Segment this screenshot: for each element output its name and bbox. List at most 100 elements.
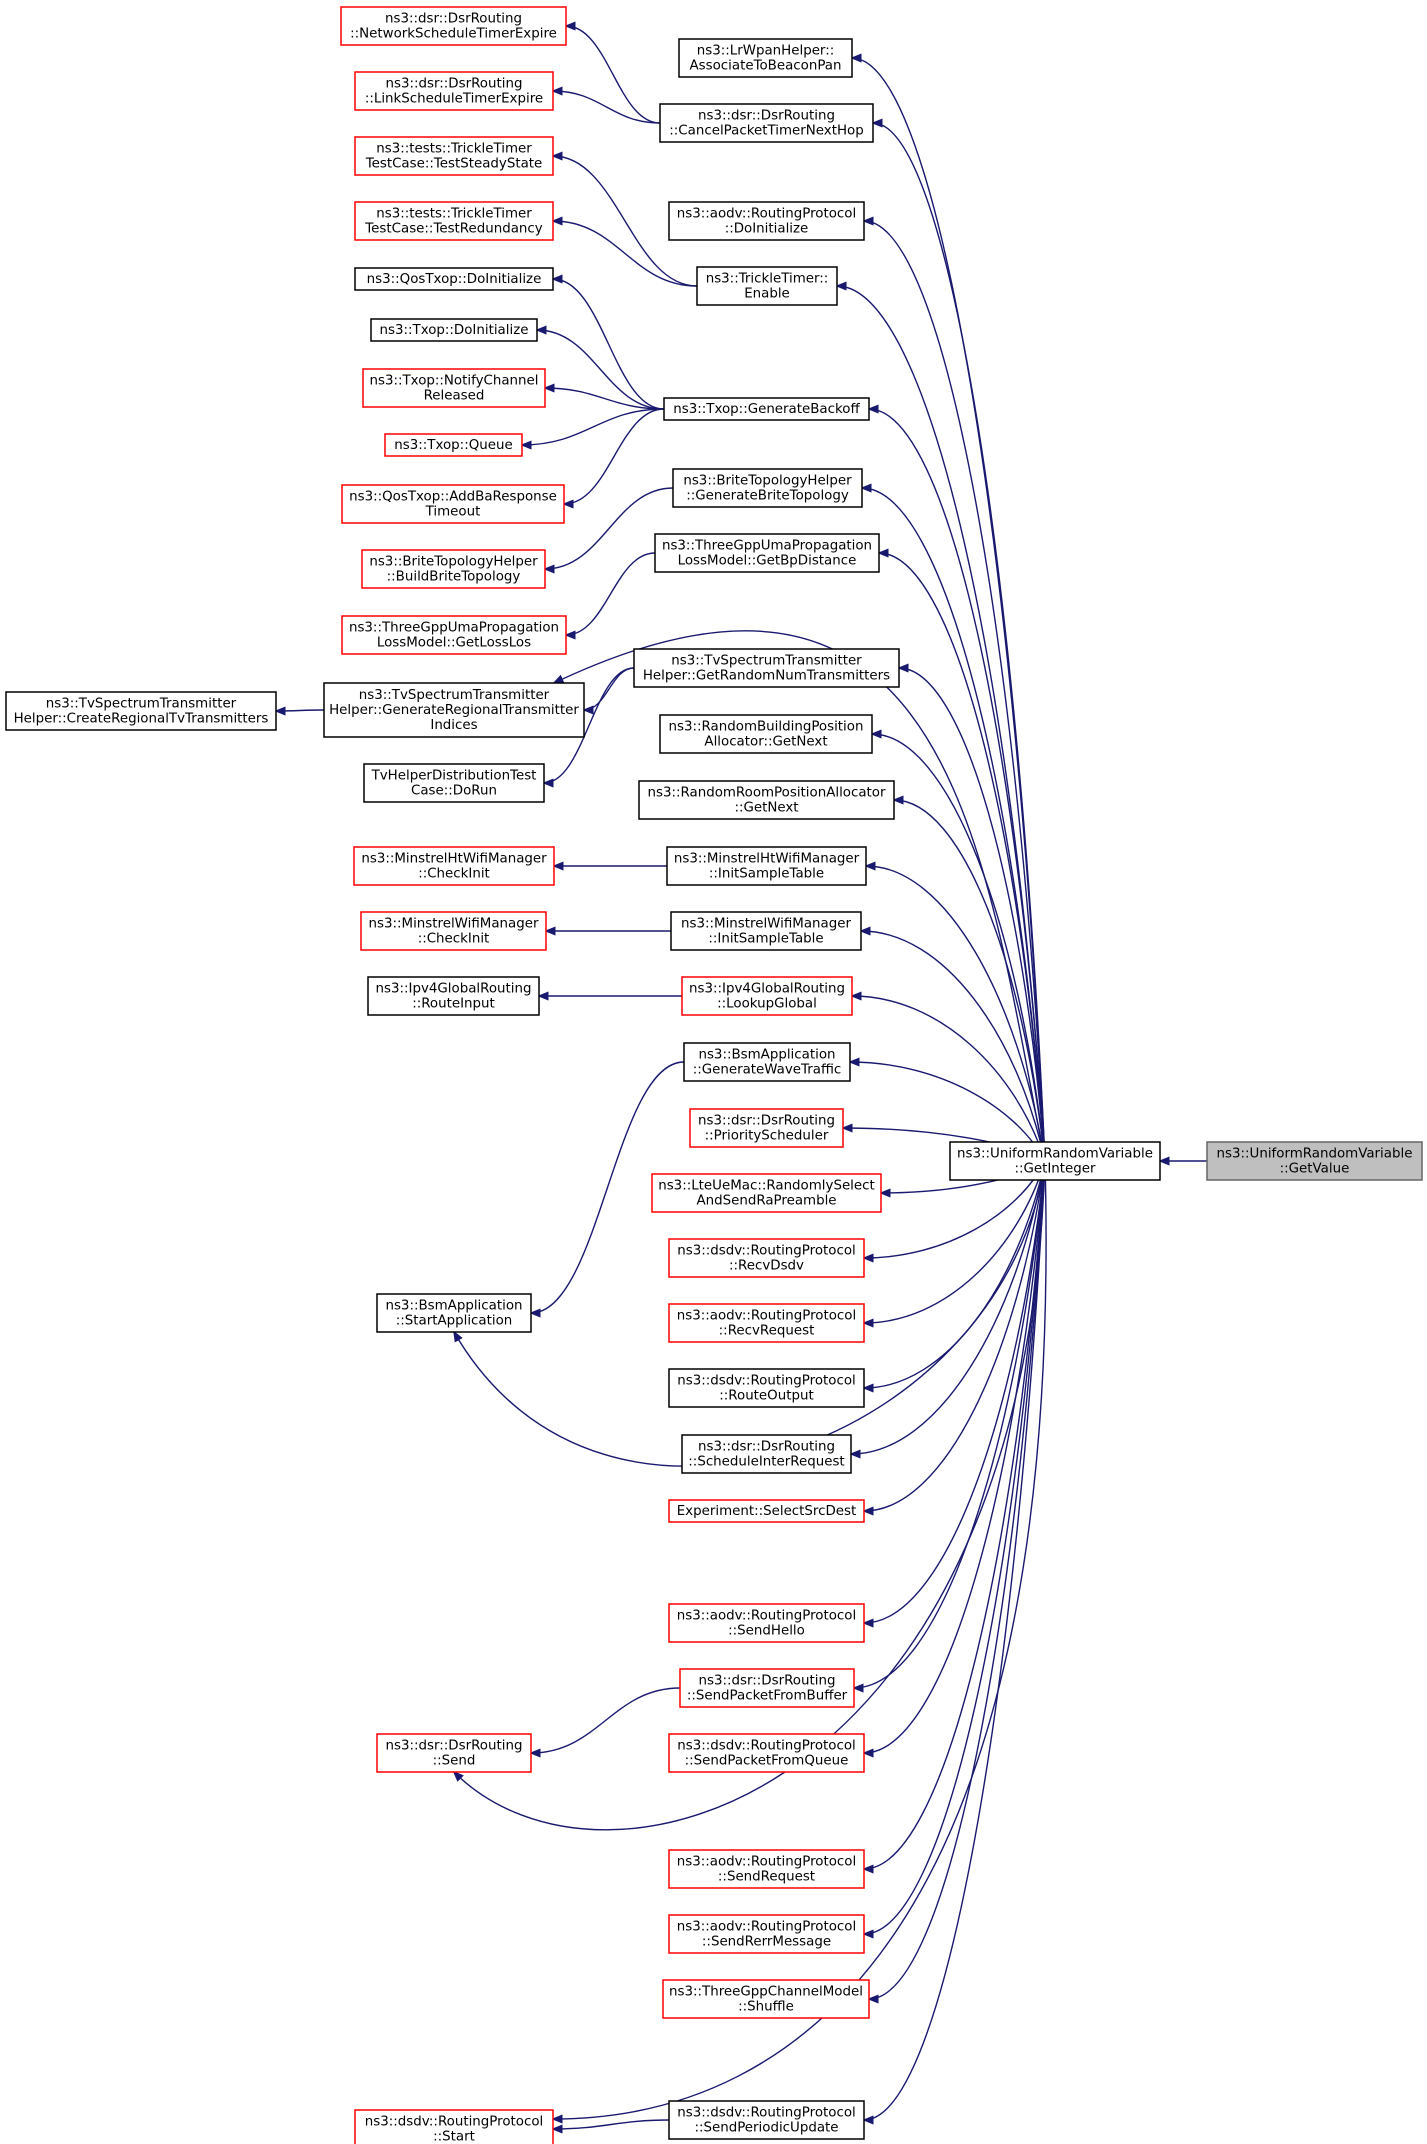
edge-getint-to-bsmgen: [850, 1062, 1046, 1162]
edge-getint-to-exper: [864, 1160, 1046, 1511]
edge-genreg-to-createreg: [276, 710, 325, 711]
node-box: [662, 1979, 870, 2019]
node-htinit[interactable]: ns3::MinstrelHtWifiManager::InitSampleTa…: [666, 846, 867, 886]
nodes: ns3::UniformRandomVariable::GetValuens3:…: [5, 6, 1423, 2144]
node-qosinit[interactable]: ns3::QosTxop::DoInitialize: [354, 267, 554, 291]
node-box: [668, 201, 865, 241]
node-label: ns3::BsmApplication: [385, 1299, 522, 1314]
node-routeout[interactable]: ns3::dsdv::RoutingProtocol::RouteOutput: [668, 1368, 865, 1408]
node-label: ns3::dsdv::RoutingProtocol: [677, 2106, 856, 2121]
node-trickle[interactable]: ns3::TrickleTimer::Enable: [696, 266, 838, 306]
node-mcheck[interactable]: ns3::MinstrelWifiManager::CheckInit: [360, 911, 547, 951]
node-createreg[interactable]: ns3::TvSpectrumTransmitterHelper::Create…: [5, 691, 277, 731]
node-recvreq[interactable]: ns3::aodv::RoutingProtocol::RecvRequest: [668, 1303, 865, 1343]
node-bsmstart[interactable]: ns3::BsmApplication::StartApplication: [376, 1293, 532, 1333]
node-dsdvstart[interactable]: ns3::dsdv::RoutingProtocol::Start: [354, 2109, 554, 2144]
node-cancelptn[interactable]: ns3::dsr::DsrRouting::CancelPacketTimerN…: [659, 103, 874, 143]
node-sendrerr[interactable]: ns3::aodv::RoutingProtocol::SendRerrMess…: [668, 1914, 865, 1954]
node-label: Released: [424, 389, 485, 404]
node-minit[interactable]: ns3::MinstrelWifiManager::InitSampleTabl…: [670, 911, 862, 951]
node-box: [341, 615, 567, 655]
node-linksched[interactable]: ns3::dsr::DsrRouting::LinkScheduleTimerE…: [354, 71, 554, 111]
node-box: [670, 911, 862, 951]
node-box: [340, 6, 567, 46]
node-rroom[interactable]: ns3::RandomRoomPositionAllocator::GetNex…: [638, 780, 895, 820]
node-label: ns3::Ipv4GlobalRouting: [689, 982, 845, 997]
node-label: ns3::LteUeMac::RandomlySelect: [658, 1179, 875, 1194]
node-box: [638, 780, 895, 820]
node-aodvinit[interactable]: ns3::aodv::RoutingProtocol::DoInitialize: [668, 201, 865, 241]
edge-getint-to-genbrite: [862, 488, 1046, 1162]
node-buildbrite[interactable]: ns3::BriteTopologyHelper::BuildBriteTopo…: [361, 549, 546, 589]
node-label: ns3::Txop::DoInitialize: [380, 323, 529, 338]
edge-getint-to-htinit: [866, 866, 1046, 1162]
node-txopinit[interactable]: ns3::Txop::DoInitialize: [370, 318, 538, 342]
node-label: TvHelperDistributionTest: [371, 769, 537, 784]
node-label: Experiment::SelectSrcDest: [677, 1504, 857, 1519]
node-label: ::RouteInput: [412, 997, 495, 1012]
edge-trickle-to-redund: [553, 221, 698, 287]
node-label: ::SendPacketFromQueue: [685, 1754, 849, 1769]
node-queue[interactable]: ns3::Txop::Queue: [384, 433, 523, 457]
node-exper[interactable]: Experiment::SelectSrcDest: [668, 1499, 865, 1523]
node-lrwpan[interactable]: ns3::LrWpanHelper::AssociateToBeaconPan: [678, 38, 853, 78]
node-sendfrombuf[interactable]: ns3::dsr::DsrRouting::SendPacketFromBuff…: [679, 1668, 855, 1708]
edge-getint-to-lrwpan: [852, 58, 1046, 1162]
node-box: [666, 846, 867, 886]
node-box: [668, 1499, 865, 1523]
node-label: ns3::dsr::DsrRouting: [699, 1674, 836, 1689]
edge-getrand-to-genreg: [584, 667, 635, 710]
node-sendreq[interactable]: ns3::aodv::RoutingProtocol::SendRequest: [668, 1849, 865, 1889]
node-label: ::SendHello: [728, 1624, 805, 1639]
node-lookup[interactable]: ns3::Ipv4GlobalRouting::LookupGlobal: [681, 976, 853, 1016]
node-genback[interactable]: ns3::Txop::GenerateBackoff: [663, 397, 870, 421]
node-box: [689, 1108, 844, 1148]
node-ipv4input[interactable]: ns3::Ipv4GlobalRouting::RouteInput: [367, 976, 540, 1016]
node-genbrite[interactable]: ns3::BriteTopologyHelper::GenerateBriteT…: [672, 468, 863, 508]
node-rbuild[interactable]: ns3::RandomBuildingPositionAllocator::Ge…: [659, 714, 873, 754]
node-getint[interactable]: ns3::UniformRandomVariable::GetInteger: [949, 1141, 1161, 1181]
node-shuffle[interactable]: ns3::ThreeGppChannelModel::Shuffle: [662, 1979, 870, 2019]
edge-getint-to-lookup: [852, 996, 1046, 1162]
node-label: ::CheckInit: [418, 867, 490, 882]
node-genreg[interactable]: ns3::TvSpectrumTransmitterHelper::Genera…: [323, 682, 585, 738]
node-label: Allocator::GetNext: [704, 735, 827, 750]
node-redund[interactable]: ns3::tests::TrickleTimerTestCase::TestRe…: [354, 201, 554, 241]
node-target[interactable]: ns3::UniformRandomVariable::GetValue: [1206, 1141, 1423, 1181]
edge-getint-to-genback: [869, 409, 1046, 1162]
node-label: ::Send: [433, 1754, 476, 1769]
node-bsmgen[interactable]: ns3::BsmApplication::GenerateWaveTraffic: [683, 1042, 851, 1082]
node-steady[interactable]: ns3::tests::TrickleTimerTestCase::TestSt…: [354, 136, 554, 176]
node-label: ns3::UniformRandomVariable: [957, 1147, 1153, 1162]
node-label: LossModel::GetLossLos: [377, 636, 531, 651]
node-periodic[interactable]: ns3::dsdv::RoutingProtocol::SendPeriodic…: [668, 2100, 865, 2140]
node-sendhello[interactable]: ns3::aodv::RoutingProtocol::SendHello: [668, 1603, 865, 1643]
node-label: ::StartApplication: [396, 1314, 513, 1329]
node-dsrsend[interactable]: ns3::dsr::DsrRouting::Send: [376, 1733, 532, 1773]
edge-bsmgen-to-bsmstart: [531, 1061, 685, 1313]
node-label: ns3::BriteTopologyHelper: [369, 555, 538, 570]
node-htcheck[interactable]: ns3::MinstrelHtWifiManager::CheckInit: [353, 846, 555, 886]
node-lteue[interactable]: ns3::LteUeMac::RandomlySelectAndSendRaPr…: [651, 1173, 882, 1213]
node-schedinter[interactable]: ns3::dsr::DsrRouting::ScheduleInterReque…: [681, 1434, 852, 1474]
edge-sendfrombuf-to-dsrsend: [531, 1687, 681, 1753]
node-label: Enable: [744, 287, 790, 302]
node-getbp[interactable]: ns3::ThreeGppUmaPropagationLossModel::Ge…: [654, 533, 880, 573]
node-label: ::SendRequest: [718, 1870, 815, 1885]
node-box: [651, 1173, 882, 1213]
node-getrand[interactable]: ns3::TvSpectrumTransmitterHelper::GetRan…: [633, 648, 900, 688]
node-box: [354, 136, 554, 176]
node-label: TestCase::TestSteadyState: [365, 157, 543, 172]
node-label: ns3::TvSpectrumTransmitter: [46, 697, 237, 712]
node-prio[interactable]: ns3::dsr::DsrRouting::PriorityScheduler: [689, 1108, 844, 1148]
node-getloss[interactable]: ns3::ThreeGppUmaPropagationLossModel::Ge…: [341, 615, 567, 655]
node-netsched[interactable]: ns3::dsr::DsrRouting::NetworkScheduleTim…: [340, 6, 567, 46]
node-label: ns3::dsdv::RoutingProtocol: [677, 1739, 856, 1754]
edge-genback-to-queue: [522, 408, 665, 445]
node-box: [659, 103, 874, 143]
node-recvdsdv[interactable]: ns3::dsdv::RoutingProtocol::RecvDsdv: [668, 1238, 865, 1278]
node-sendfromq[interactable]: ns3::dsdv::RoutingProtocol::SendPacketFr…: [668, 1733, 865, 1773]
